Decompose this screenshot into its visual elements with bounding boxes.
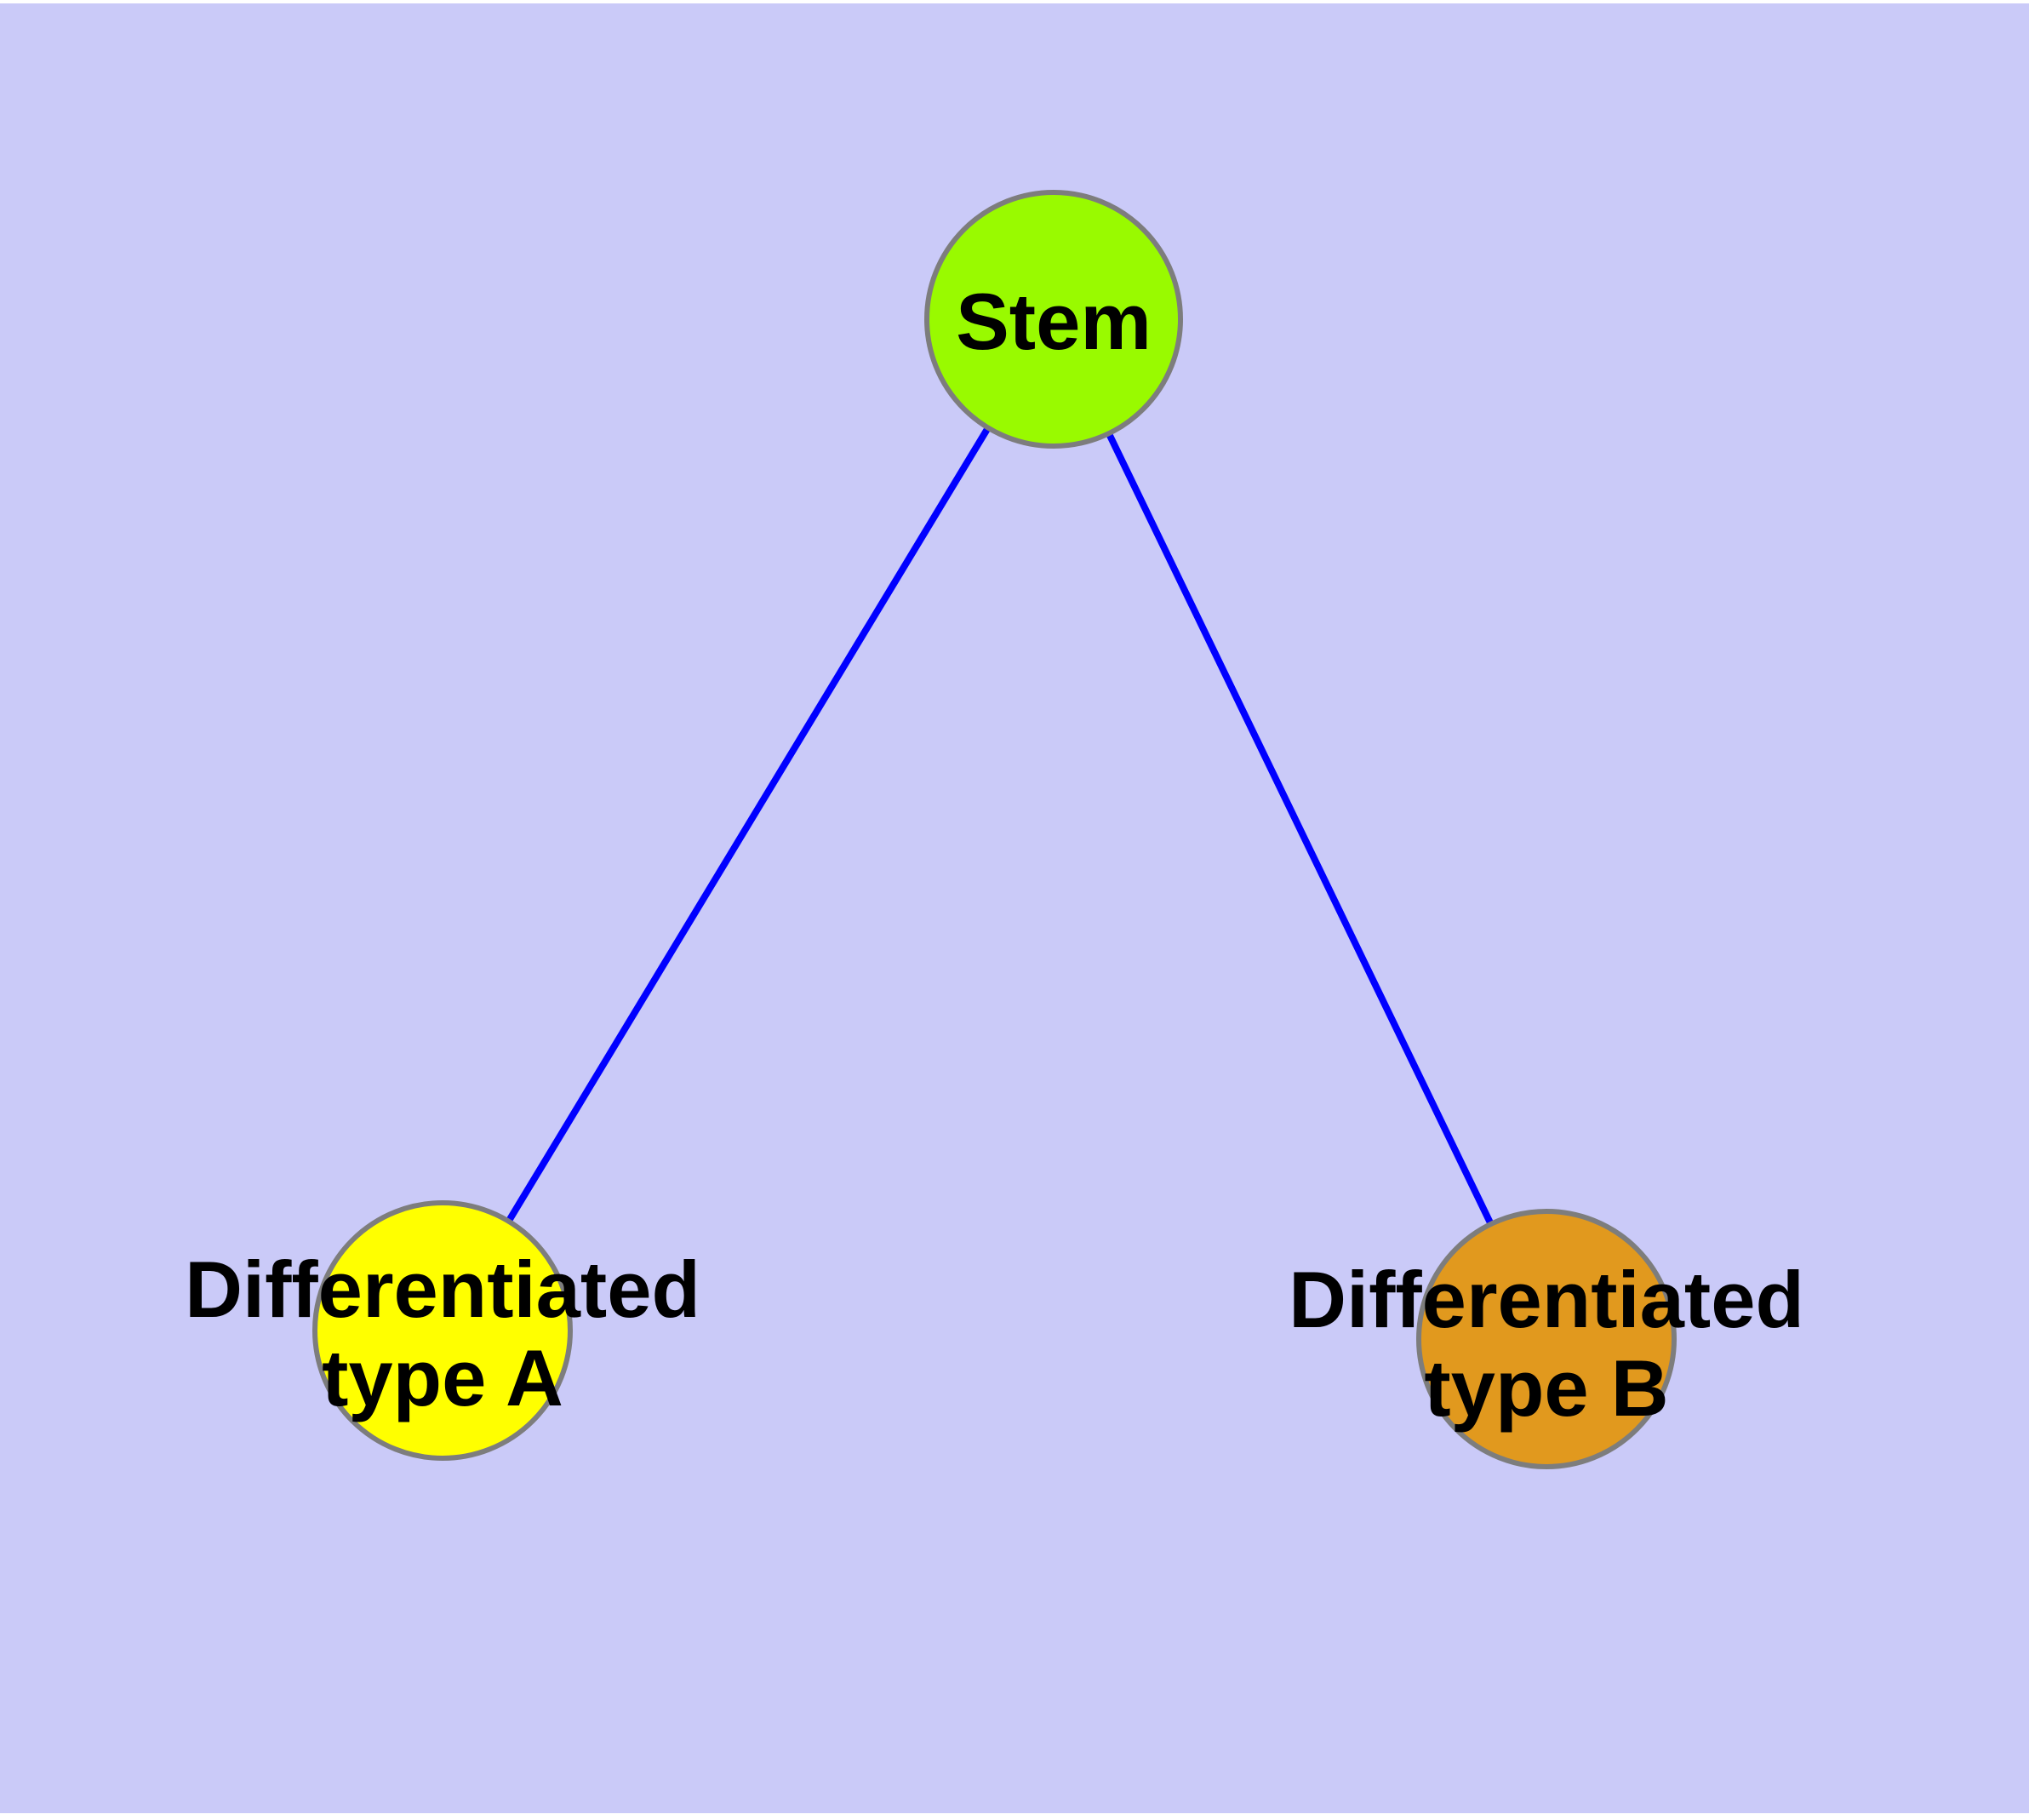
node-type-b-circle [1416, 1209, 1677, 1469]
node-type-a-circle [312, 1200, 573, 1461]
edge-stem-to-type-b [1050, 318, 1550, 1341]
node-stem-label: Stem [956, 277, 1152, 366]
node-stem-circle [924, 190, 1183, 449]
node-type-b-label-line1: Differentiated [1289, 1255, 1804, 1344]
edge-stem-to-type-a [439, 317, 1057, 1333]
node-type-a-label-line2: type A [322, 1333, 563, 1422]
node-type-a-label-line1: Differentiated [185, 1245, 700, 1334]
node-type-b-label-line2: type B [1424, 1343, 1668, 1433]
